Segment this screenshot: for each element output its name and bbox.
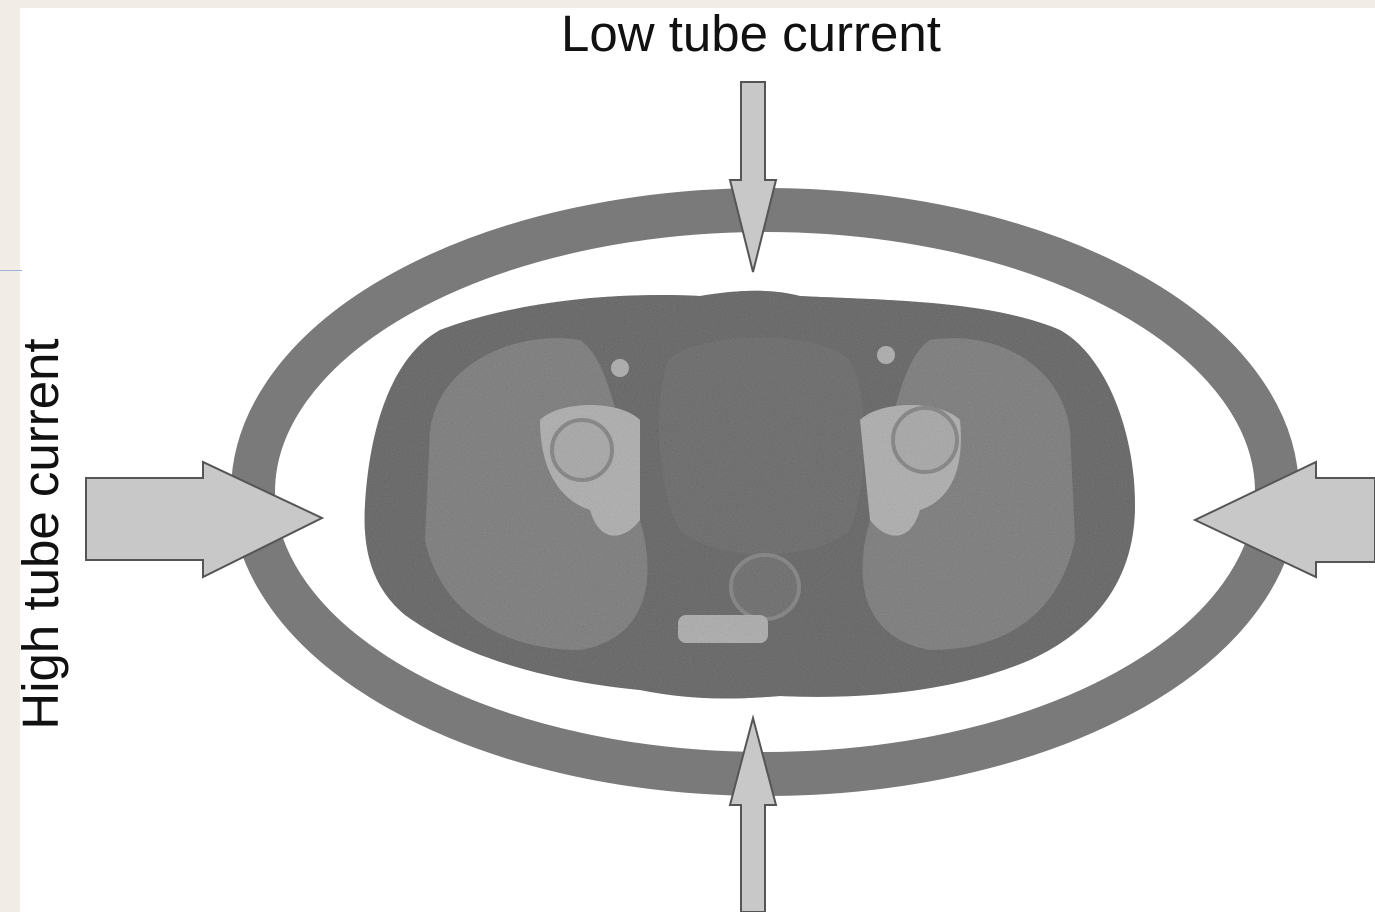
arrow-down-icon xyxy=(730,82,776,272)
ct-pelvis-scan xyxy=(360,285,1140,705)
arrow-left-icon xyxy=(1195,462,1375,577)
high-tube-current-label: High tube current xyxy=(15,338,66,729)
low-tube-current-label: Low tube current xyxy=(561,8,941,59)
arrow-up-icon xyxy=(730,718,776,912)
